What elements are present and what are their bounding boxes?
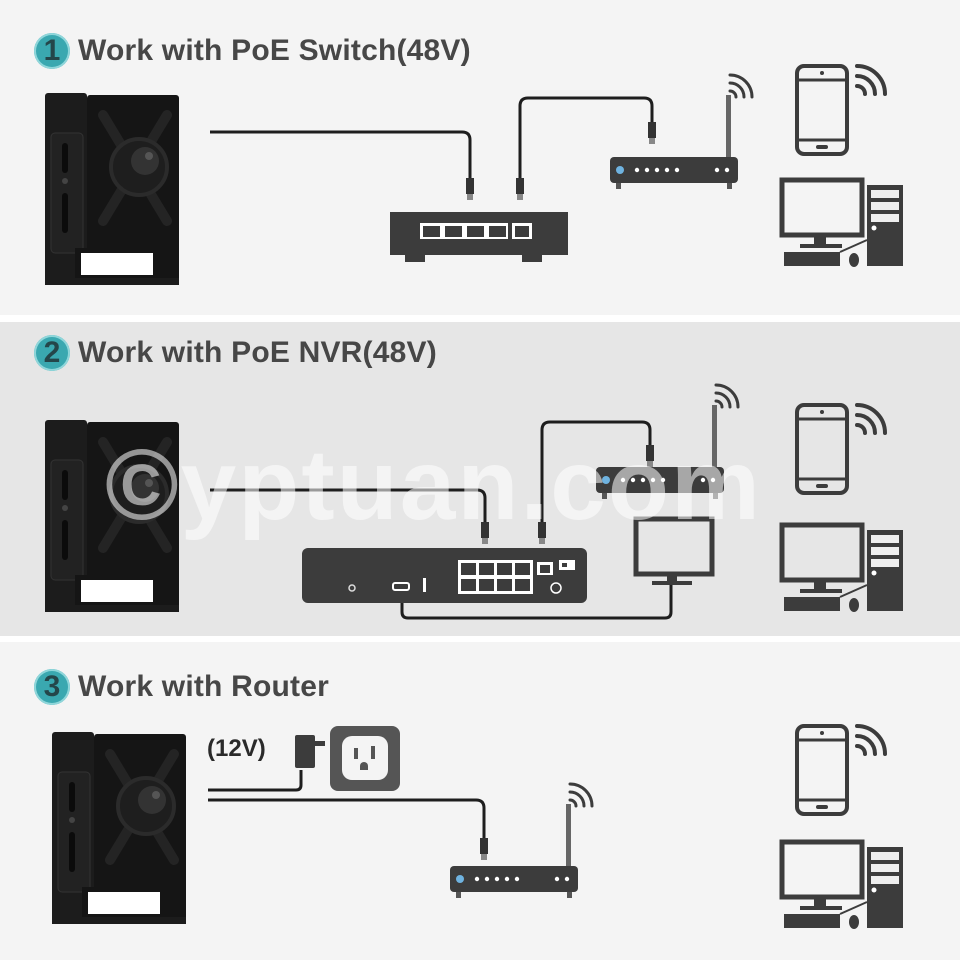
- cables-3: [208, 770, 486, 838]
- section-3-heading: Work with Router: [78, 670, 329, 703]
- wall-outlet-icon: [330, 726, 400, 791]
- step-badge-3: 3: [34, 669, 70, 705]
- cables-1: [210, 96, 654, 178]
- section-1-title: 1 Work with PoE Switch(48V): [34, 33, 471, 69]
- smartphone-icon: [795, 724, 887, 816]
- router-2: [594, 383, 740, 501]
- monitor-icon: [633, 516, 715, 585]
- camera-3: [52, 732, 186, 924]
- desktop-computer-icon: [782, 525, 903, 612]
- poe-nvr: [302, 548, 587, 603]
- step-badge-1: 1: [34, 33, 70, 69]
- section-1-heading: Work with PoE Switch(48V): [78, 34, 471, 67]
- ethernet-plug: [480, 838, 488, 860]
- ethernet-plug: [648, 122, 656, 144]
- power-adapter-icon: [295, 735, 325, 768]
- step-badge-2: 2: [34, 335, 70, 371]
- ethernet-plug: [538, 522, 546, 544]
- desktop-computer-icon: [782, 180, 903, 267]
- ethernet-plug: [481, 522, 489, 544]
- smartphone-icon: [795, 64, 887, 156]
- section-3-title: 3 Work with Router: [34, 669, 329, 705]
- desktop-computer-icon: [782, 842, 903, 929]
- section-2-heading: Work with PoE NVR(48V): [78, 336, 437, 369]
- poe-switch: [390, 212, 568, 262]
- smartphone-icon: [795, 403, 887, 495]
- ethernet-plug: [646, 445, 654, 467]
- section-2-title: 2 Work with PoE NVR(48V): [34, 335, 437, 371]
- camera-2: [45, 420, 179, 612]
- camera-1: [45, 93, 179, 285]
- ethernet-plug: [516, 178, 524, 200]
- cables-2: [210, 420, 673, 620]
- router-1: [608, 73, 754, 191]
- power-voltage-label: (12V): [207, 735, 266, 762]
- ethernet-plug: [466, 178, 474, 200]
